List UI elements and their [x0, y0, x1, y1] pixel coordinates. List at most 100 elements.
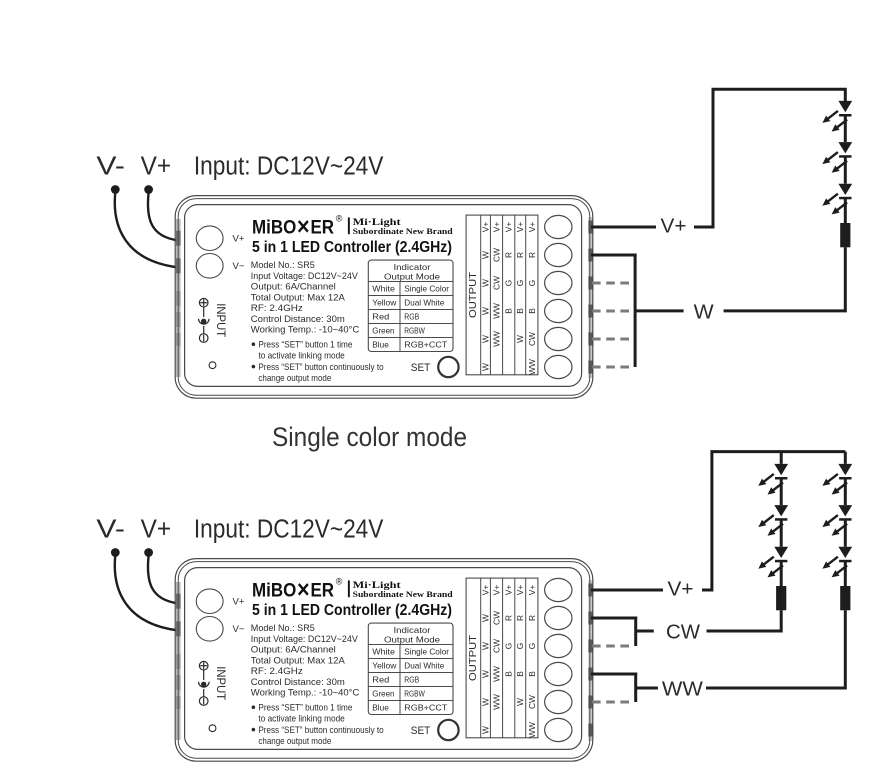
- svg-text:CW: CW: [666, 621, 701, 644]
- svg-text:Press “SET” button 1 time: Press “SET” button 1 time: [258, 338, 352, 349]
- svg-text:W: W: [481, 698, 491, 706]
- svg-text:B: B: [515, 671, 525, 677]
- svg-text:Input: DC12V~24V: Input: DC12V~24V: [194, 513, 384, 543]
- svg-text:V+: V+: [233, 234, 245, 245]
- svg-text:Control Distance: 30m: Control Distance: 30m: [251, 676, 345, 687]
- svg-text:V+: V+: [668, 578, 694, 601]
- svg-text:INPUT: INPUT: [214, 303, 228, 338]
- svg-text:W: W: [481, 335, 491, 343]
- svg-text:WW: WW: [492, 331, 502, 347]
- svg-text:WW: WW: [527, 359, 537, 375]
- svg-text:RF: 2.4GHz: RF: 2.4GHz: [251, 302, 303, 313]
- svg-text:B: B: [504, 671, 514, 677]
- svg-text:G: G: [527, 643, 537, 650]
- svg-text:White: White: [372, 647, 395, 657]
- svg-text:Mi·Light: Mi·Light: [353, 581, 402, 591]
- svg-text:R: R: [527, 252, 537, 258]
- svg-text:B: B: [515, 308, 525, 314]
- svg-text:Indicator: Indicator: [394, 262, 431, 272]
- svg-text:Blue: Blue: [372, 340, 389, 350]
- svg-text:RF: 2.4GHz: RF: 2.4GHz: [251, 665, 303, 676]
- svg-text:W: W: [481, 363, 491, 371]
- svg-text:W: W: [481, 614, 491, 622]
- svg-text:V+: V+: [504, 222, 514, 233]
- svg-text:MiBO✕ER: MiBO✕ER: [252, 217, 334, 239]
- svg-text:Total Output: Max 12A: Total Output: Max 12A: [251, 654, 346, 665]
- svg-text:Green: Green: [372, 689, 394, 699]
- svg-text:V+: V+: [515, 222, 525, 233]
- svg-text:Output: 6A/Channel: Output: 6A/Channel: [251, 644, 336, 655]
- svg-text:G: G: [515, 280, 525, 287]
- svg-text:Press “SET” button 1 time: Press “SET” button 1 time: [258, 701, 352, 712]
- svg-text:Green: Green: [372, 326, 394, 336]
- svg-text:RGB: RGB: [404, 312, 419, 322]
- svg-text:V+: V+: [527, 222, 537, 233]
- svg-text:Control Distance: 30m: Control Distance: 30m: [251, 313, 345, 324]
- svg-text:V+: V+: [481, 222, 491, 233]
- svg-text:V-: V-: [96, 513, 125, 543]
- svg-text:Red: Red: [372, 312, 389, 322]
- svg-text:V+: V+: [233, 597, 245, 608]
- svg-text:V−: V−: [233, 261, 245, 272]
- svg-text:W: W: [481, 251, 491, 259]
- svg-text:5 in 1 LED Controller (2.4GHz): 5 in 1 LED Controller (2.4GHz): [252, 602, 452, 619]
- svg-text:V+: V+: [481, 585, 491, 596]
- svg-text:R: R: [515, 615, 525, 621]
- svg-text:B: B: [504, 308, 514, 314]
- svg-text:V−: V−: [233, 624, 245, 635]
- svg-text:WW: WW: [492, 666, 502, 682]
- svg-text:Yellow: Yellow: [372, 661, 397, 671]
- svg-text:5 in 1 LED Controller (2.4GHz): 5 in 1 LED Controller (2.4GHz): [252, 239, 452, 256]
- svg-text:CW: CW: [492, 611, 502, 625]
- svg-text:R: R: [504, 615, 514, 621]
- svg-text:W: W: [481, 670, 491, 678]
- svg-text:to activate linking mode: to activate linking mode: [258, 713, 344, 724]
- svg-text:®: ®: [336, 577, 343, 587]
- svg-text:Press “SET” button continuousl: Press “SET” button continuously to: [258, 724, 383, 735]
- svg-text:WW: WW: [492, 694, 502, 710]
- svg-text:White: White: [372, 284, 395, 294]
- svg-text:SET: SET: [411, 362, 431, 374]
- svg-text:CW: CW: [527, 695, 537, 709]
- svg-text:V+: V+: [515, 585, 525, 596]
- svg-text:V+: V+: [661, 215, 687, 238]
- svg-text:W: W: [481, 726, 491, 734]
- svg-text:W: W: [481, 279, 491, 287]
- svg-text:G: G: [504, 643, 514, 650]
- svg-text:MiBO✕ER: MiBO✕ER: [252, 580, 334, 602]
- svg-text:Single Color: Single Color: [404, 647, 449, 657]
- svg-text:Working Temp.: -10~40°C: Working Temp.: -10~40°C: [251, 324, 360, 335]
- svg-text:Input Voltage: DC12V~24V: Input Voltage: DC12V~24V: [251, 633, 359, 644]
- svg-text:OUTPUT: OUTPUT: [468, 271, 479, 318]
- svg-text:Yellow: Yellow: [372, 298, 397, 308]
- svg-text:change output mode: change output mode: [258, 372, 331, 383]
- svg-text:Model No.: SR5: Model No.: SR5: [251, 259, 315, 270]
- svg-text:Blue: Blue: [372, 703, 389, 713]
- svg-text:B: B: [527, 671, 537, 677]
- svg-text:R: R: [527, 615, 537, 621]
- svg-text:WW: WW: [492, 303, 502, 319]
- svg-text:WW: WW: [662, 678, 704, 701]
- svg-text:Model No.: SR5: Model No.: SR5: [251, 622, 315, 633]
- svg-text:Output Mode: Output Mode: [384, 271, 440, 281]
- svg-text:Indicator: Indicator: [394, 625, 431, 635]
- svg-text:RGB+CCT: RGB+CCT: [404, 703, 447, 713]
- svg-text:V+: V+: [141, 513, 172, 543]
- svg-text:CW: CW: [492, 639, 502, 653]
- svg-text:Single Color: Single Color: [404, 284, 449, 294]
- svg-text:Red: Red: [372, 675, 389, 685]
- svg-text:Press “SET” button continuousl: Press “SET” button continuously to: [258, 361, 383, 372]
- svg-text:W: W: [515, 698, 525, 706]
- svg-text:INPUT: INPUT: [214, 666, 228, 701]
- svg-text:Subordinate New Brand: Subordinate New Brand: [353, 589, 453, 599]
- svg-text:W: W: [481, 307, 491, 315]
- svg-text:CW: CW: [527, 332, 537, 346]
- svg-text:Input: DC12V~24V: Input: DC12V~24V: [194, 150, 384, 180]
- svg-text:V+: V+: [504, 585, 514, 596]
- svg-text:V+: V+: [527, 585, 537, 596]
- svg-text:change output mode: change output mode: [258, 735, 331, 746]
- svg-text:V-: V-: [96, 150, 125, 180]
- svg-text:B: B: [527, 308, 537, 314]
- svg-text:RGBW: RGBW: [404, 326, 425, 336]
- svg-text:W: W: [515, 335, 525, 343]
